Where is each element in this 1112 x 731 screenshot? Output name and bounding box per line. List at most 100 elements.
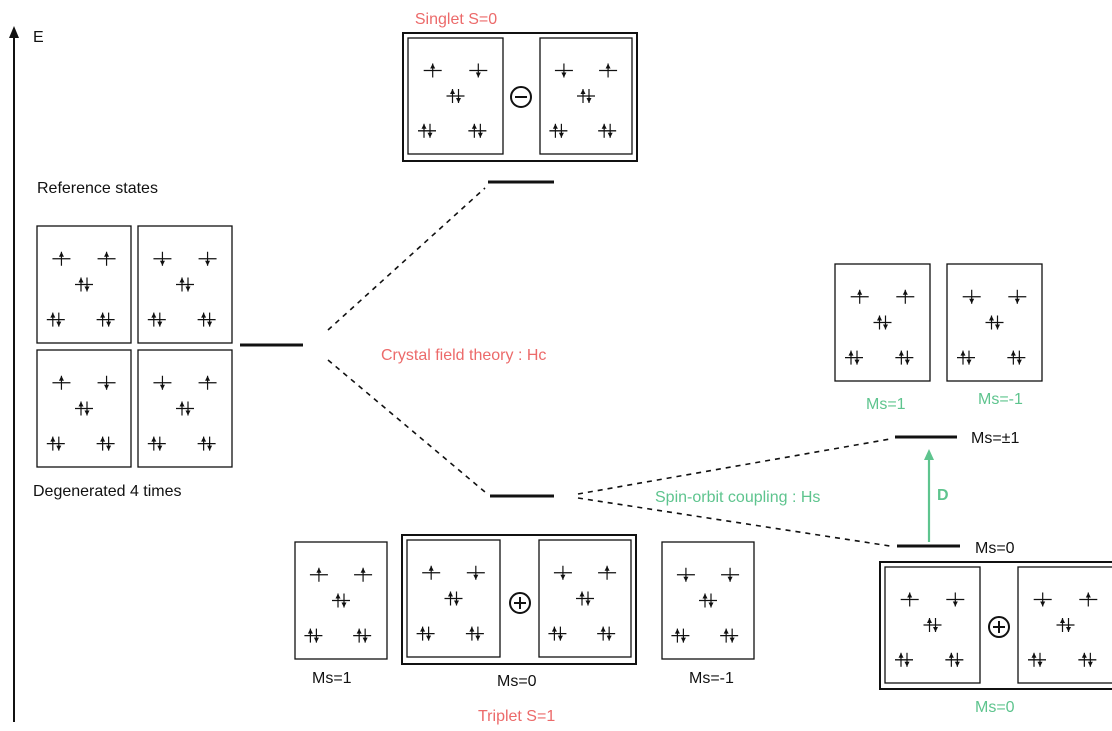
right-ms0-combination-box	[879, 561, 1112, 690]
spin-down-arrow-icon	[585, 591, 591, 606]
singly-occupied-orbital	[153, 251, 172, 266]
right-ms1-label: Ms=1	[866, 396, 906, 413]
paired-orbital	[895, 350, 914, 365]
paired-orbital	[923, 618, 942, 632]
spin-down-arrow-icon	[607, 123, 613, 138]
spin-down-arrow-icon	[207, 436, 213, 451]
paired-orbital	[353, 628, 372, 643]
paired-orbital	[444, 591, 463, 606]
paired-orbital	[597, 626, 616, 641]
paired-orbital	[176, 401, 194, 416]
spin-down-arrow-icon	[1014, 289, 1020, 304]
crystal-field-dash-up	[327, 187, 486, 331]
spin-up-arrow-icon	[898, 350, 904, 365]
paired-orbital	[465, 626, 484, 641]
singly-occupied-orbital	[1079, 592, 1098, 607]
singly-occupied-orbital	[896, 289, 915, 304]
spin-down-arrow-icon	[157, 312, 163, 327]
spin-down-arrow-icon	[313, 628, 319, 643]
reference-states-label: Reference states	[37, 180, 158, 197]
singly-occupied-orbital	[554, 63, 573, 78]
singly-occupied-orbital	[97, 375, 116, 390]
spin-down-arrow-icon	[106, 312, 112, 327]
spin-up-arrow-icon	[356, 628, 362, 643]
paired-orbital	[446, 89, 465, 103]
right-config-ms-minus1	[946, 263, 1043, 382]
spin-up-arrow-icon	[430, 63, 436, 78]
singly-occupied-orbital	[850, 289, 869, 304]
paired-orbital	[46, 312, 65, 327]
spin-up-arrow-icon	[450, 89, 455, 103]
spin-down-arrow-icon	[904, 652, 910, 667]
spin-down-arrow-icon	[1016, 350, 1022, 365]
spin-down-arrow-icon	[456, 89, 461, 103]
ms-pm1-label: Ms=±1	[971, 430, 1019, 447]
spin-down-arrow-icon	[104, 375, 110, 390]
spin-up-arrow-icon	[551, 626, 557, 641]
singly-occupied-orbital	[1033, 592, 1052, 607]
spin-orbit-dash-up	[577, 438, 891, 495]
spin-up-arrow-icon	[448, 591, 453, 606]
spin-up-arrow-icon	[902, 289, 908, 304]
singly-occupied-orbital	[946, 592, 965, 607]
degenerated-label: Degenerated 4 times	[33, 483, 182, 500]
paired-orbital	[945, 652, 964, 667]
paired-orbital	[46, 436, 65, 451]
spin-down-arrow-icon	[952, 592, 958, 607]
right-plus-operator-icon	[988, 616, 1010, 638]
paired-orbital	[147, 436, 166, 451]
plus-operator-icon	[509, 592, 531, 614]
singly-occupied-orbital	[52, 375, 71, 390]
paired-orbital	[197, 312, 216, 327]
bottom-config-ms1	[294, 541, 388, 660]
paired-orbital	[418, 123, 436, 138]
spin-down-arrow-icon	[341, 593, 347, 608]
paired-orbital	[873, 315, 892, 330]
bottom-ms-minus1-label: Ms=-1	[689, 670, 734, 687]
paired-orbital	[895, 652, 913, 667]
singly-occupied-orbital	[900, 592, 919, 607]
paired-orbital	[720, 628, 739, 643]
spin-up-arrow-icon	[1085, 592, 1091, 607]
paired-orbital	[416, 626, 435, 641]
spin-up-arrow-icon	[898, 652, 904, 667]
spin-down-arrow-icon	[586, 89, 592, 103]
right-ms0-config-b	[1017, 566, 1112, 684]
paired-orbital	[699, 593, 717, 608]
spin-up-arrow-icon	[78, 277, 84, 292]
spin-up-arrow-icon	[1031, 652, 1037, 667]
spin-down-arrow-icon	[954, 652, 960, 667]
spin-up-arrow-icon	[702, 593, 708, 608]
reference-config-4	[137, 349, 233, 468]
singly-occupied-orbital	[466, 565, 485, 580]
singly-occupied-orbital	[354, 567, 373, 582]
spin-down-arrow-icon	[854, 350, 860, 365]
spin-down-arrow-icon	[683, 567, 689, 582]
spin-down-arrow-icon	[1087, 652, 1093, 667]
spin-down-arrow-icon	[207, 312, 213, 327]
spin-down-arrow-icon	[159, 375, 165, 390]
spin-up-arrow-icon	[579, 591, 585, 606]
paired-orbital	[468, 123, 487, 138]
spin-up-arrow-icon	[989, 315, 994, 330]
singlet-config-b	[539, 37, 633, 155]
paired-orbital	[1078, 652, 1097, 667]
spin-up-arrow-icon	[723, 628, 729, 643]
spin-down-arrow-icon	[883, 315, 888, 330]
spin-down-arrow-icon	[106, 436, 112, 451]
spin-up-arrow-icon	[948, 652, 954, 667]
spin-up-arrow-icon	[1060, 618, 1065, 632]
singly-occupied-orbital	[676, 567, 695, 582]
spin-up-arrow-icon	[205, 375, 211, 390]
spin-up-arrow-icon	[421, 123, 427, 138]
spin-up-arrow-icon	[151, 312, 157, 327]
spin-down-arrow-icon	[680, 628, 686, 643]
spin-down-arrow-icon	[473, 565, 479, 580]
spin-down-arrow-icon	[557, 626, 563, 641]
spin-up-arrow-icon	[857, 289, 863, 304]
spin-down-arrow-icon	[560, 565, 566, 580]
reference-config-2	[137, 225, 233, 344]
paired-orbital	[96, 436, 115, 451]
spin-down-arrow-icon	[729, 628, 735, 643]
singly-occupied-orbital	[1008, 289, 1027, 304]
